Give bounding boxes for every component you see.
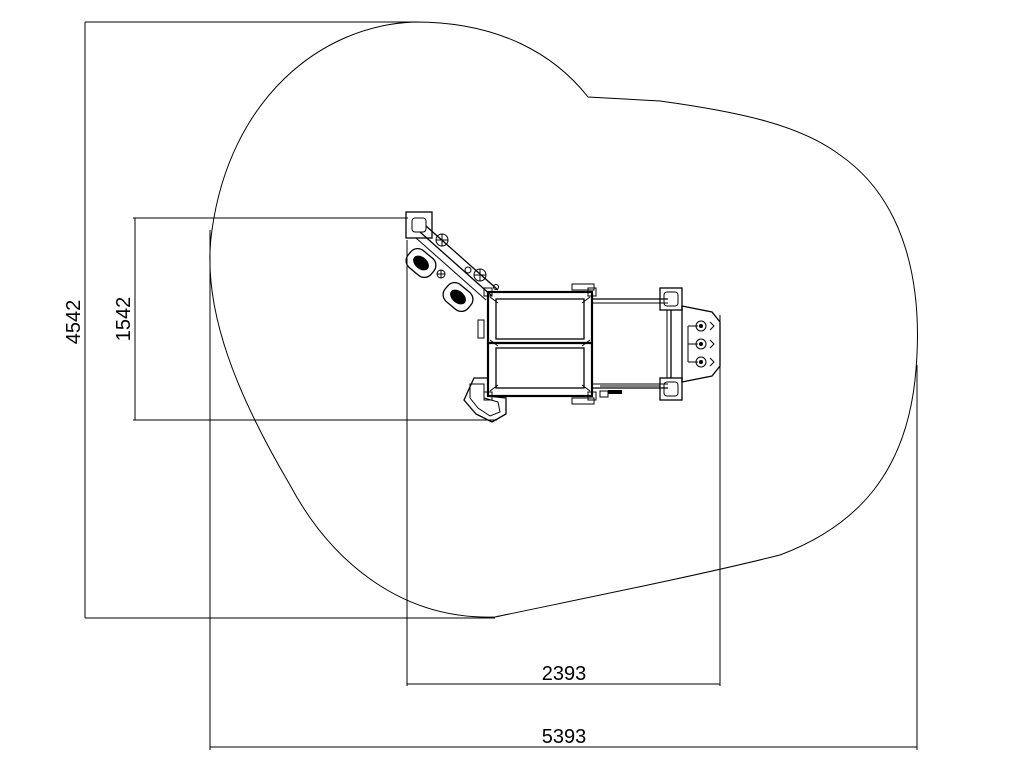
control-knob-top <box>695 320 715 332</box>
dimension-label-equipment-height: 1542 <box>113 297 135 342</box>
diagonal-climbing-arm <box>415 225 499 301</box>
dimension-equipment-height: 1542 <box>113 217 497 421</box>
spring-seat-upper <box>405 247 437 279</box>
dimension-overall-width: 5393 <box>209 230 918 750</box>
main-platform-deck <box>477 283 597 405</box>
dimension-label-equipment-width: 2393 <box>542 663 587 685</box>
dimension-label-overall-width: 5393 <box>542 726 587 748</box>
entry-step-lower-left <box>463 377 507 423</box>
spring-seat-lower <box>442 281 474 313</box>
dimension-equipment-width: 2393 <box>406 240 721 686</box>
equipment-plan <box>405 211 721 423</box>
control-knob-middle <box>695 338 715 350</box>
connecting-bridge <box>592 298 668 398</box>
dimension-overall-height: 4542 <box>63 21 495 619</box>
dimension-label-overall-height: 4542 <box>63 300 85 345</box>
post-plate-bottom-right <box>659 377 683 401</box>
safety-zone-outline <box>209 21 918 618</box>
post-plate-top-left <box>405 211 433 239</box>
arm-bolt-markers <box>436 266 499 290</box>
control-knob-bottom <box>695 356 715 368</box>
